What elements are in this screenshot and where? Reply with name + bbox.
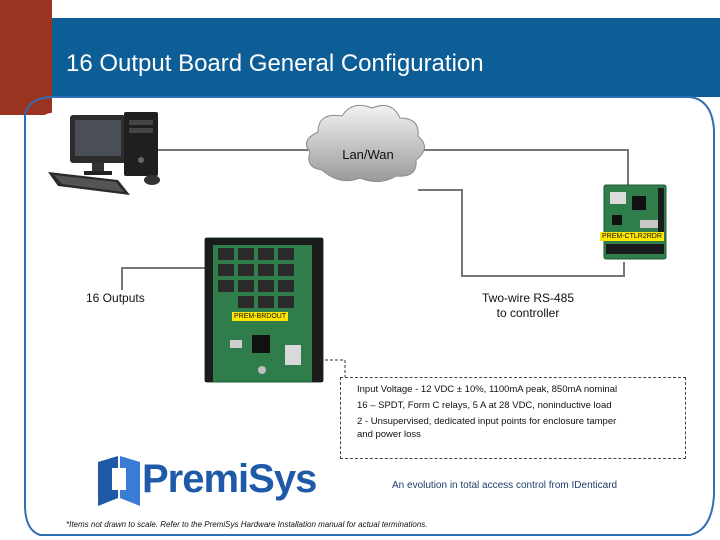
brand-name: PremiSys — [142, 457, 317, 501]
rs485-label-line2: to controller — [496, 306, 560, 320]
slide-title: 16 Output Board General Configuration — [66, 50, 484, 77]
footnote: *Items not drawn to scale. Refer to the … — [66, 520, 428, 529]
rs485-label-line1: Two-wire RS-485 — [481, 291, 575, 305]
spec-box: Input Voltage - 12 VDC ± 10%, 1100mA pea… — [340, 377, 686, 459]
spec-line: 16 – SPDT, Form C relays, 5 A at 28 VDC,… — [357, 400, 612, 411]
title-band-top-edge — [52, 0, 720, 18]
spec-line: and power loss — [357, 429, 421, 440]
left-accent-bar — [0, 0, 52, 115]
brand-tagline: An evolution in total access control fro… — [392, 480, 618, 491]
outputs-label: 16 Outputs — [86, 291, 145, 305]
spec-line: Input Voltage - 12 VDC ± 10%, 1100mA pea… — [357, 384, 618, 395]
cloud-label: Lan/Wan — [342, 147, 394, 162]
controller-tag: PREM-CTLR2RDR — [600, 232, 664, 241]
title-band — [52, 18, 720, 97]
output-board-tag: PREM-BRDOUT — [232, 312, 289, 321]
spec-line: 2 - Unsupervised, dedicated input points… — [357, 416, 617, 427]
